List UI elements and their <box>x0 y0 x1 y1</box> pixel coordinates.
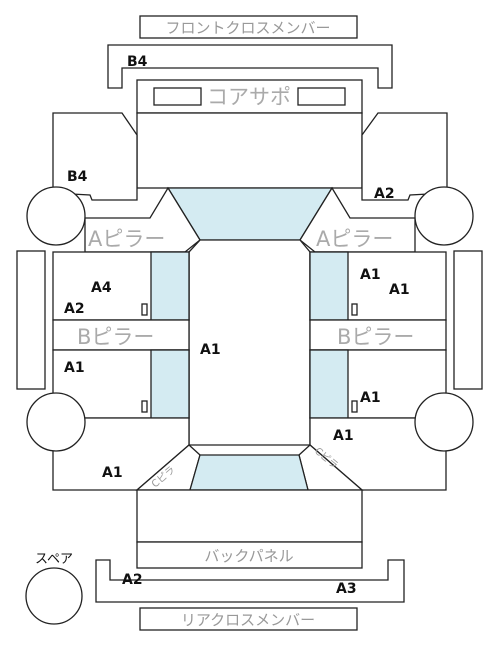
spare-tire <box>25 567 83 625</box>
part-label-a3-trunk: A3 <box>336 581 357 597</box>
wheel-rear-left <box>26 392 86 452</box>
core-support-label: コアサポ <box>207 85 291 109</box>
part-label-a1-right-rear-door: A1 <box>360 390 381 406</box>
headlight-opening-left <box>153 87 202 106</box>
part-label-a2-left: A2 <box>64 301 85 317</box>
front-door-glass-left <box>150 251 190 321</box>
front-fender-right <box>361 112 448 201</box>
b-pillar-left-label: Bピラー <box>77 325 154 349</box>
front-door-handle-right <box>351 303 358 316</box>
b-pillar-right <box>309 319 447 351</box>
part-label-b4-left: B4 <box>67 169 88 185</box>
b-pillar-right-label: Bピラー <box>337 325 414 349</box>
rear-cross-member-box <box>139 607 358 631</box>
front-fender-left <box>52 112 138 201</box>
front-door-glass-right <box>309 251 349 321</box>
front-door-handle-left <box>141 303 148 316</box>
part-label-a1-roof: A1 <box>200 342 221 358</box>
part-label-a1-left-rear-door: A1 <box>64 360 85 376</box>
part-label-a1-left-quarter: A1 <box>102 465 123 481</box>
front-cross-member-label: フロントクロスメンバー <box>165 19 330 37</box>
part-label-a4-left: A4 <box>91 280 112 296</box>
a-pillar-left-label: Aピラー <box>88 227 165 251</box>
hood-area <box>136 112 363 189</box>
wheel-rear-right <box>414 392 474 452</box>
rear-window <box>189 454 309 491</box>
a-pillar-right-label: Aピラー <box>316 227 393 251</box>
wheel-front-right <box>414 186 474 246</box>
rear-door-handle-right <box>351 400 358 413</box>
trunk-lid <box>136 489 363 543</box>
rear-bumper-reinforcement <box>95 559 405 603</box>
part-label-a1-right-door1: A1 <box>360 267 381 283</box>
side-sill-right <box>453 250 483 390</box>
back-panel-box <box>136 541 363 569</box>
front-cross-member-box <box>139 15 358 39</box>
wheel-front-left <box>26 186 86 246</box>
side-sill-left <box>16 250 46 390</box>
part-label-a2-right-top: A2 <box>374 186 395 202</box>
rear-door-glass-right <box>309 349 349 419</box>
spare-tire-label: スペア <box>35 552 73 567</box>
part-label-a2-trunk: A2 <box>122 572 143 588</box>
headlight-opening-right <box>297 87 346 106</box>
part-label-a1-right-door2: A1 <box>389 282 410 298</box>
rear-cross-member-label: リアクロスメンバー <box>181 611 315 629</box>
rear-door-glass-left <box>150 349 190 419</box>
part-label-a1-right-quarter: A1 <box>333 428 354 444</box>
part-label-b4-front: B4 <box>127 54 148 70</box>
back-panel-label: バックパネル <box>204 547 293 565</box>
rear-door-handle-left <box>141 400 148 413</box>
front-bumper-reinforcement <box>107 44 393 89</box>
